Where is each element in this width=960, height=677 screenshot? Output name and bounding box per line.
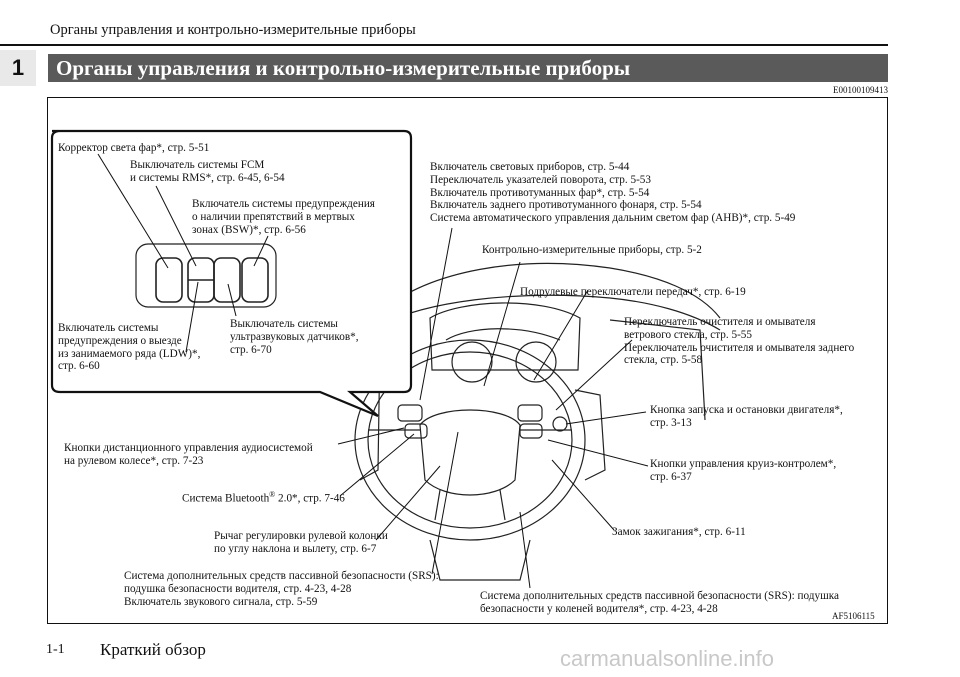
leader-lines: [97, 153, 649, 589]
label-tilt-lever: Рычаг регулировки рулевой колонки по угл…: [214, 530, 388, 555]
running-title: Органы управления и контрольно-измерител…: [50, 22, 416, 38]
label-lights-switch: Включатель световых приборов, стр. 5-44 …: [430, 161, 796, 225]
dashboard-drawing: [354, 262, 721, 581]
label-headlight-leveling: Корректор света фар*, стр. 5-51: [58, 142, 210, 154]
watermark: carmanualsonline.info: [560, 646, 775, 671]
label-bsw-switch: Включатель системы предупреждения о нали…: [192, 198, 375, 236]
figure-code: AF5106115: [832, 611, 875, 621]
section-title: Органы управления и контрольно-измерител…: [48, 54, 888, 82]
label-sonar-switch: Выключатель системы ультразвуковых датчи…: [230, 318, 359, 356]
doc-code: E00100109413: [833, 85, 888, 95]
label-ignition-switch: Замок зажигания*, стр. 6-11: [612, 526, 746, 538]
label-bluetooth-text: Система Bluetooth: [182, 492, 270, 505]
page-number: 1-1: [46, 642, 65, 657]
label-srs-driver-airbag: Система дополнительных средств пассивной…: [124, 570, 439, 608]
label-bluetooth-suffix: 2.0*, стр. 7-46: [275, 492, 345, 505]
label-fcm-switch: Выключатель системы FCM и системы RMS*, …: [130, 159, 285, 184]
header-rule: [0, 44, 888, 46]
callout-panel: [50, 129, 413, 418]
label-audio-remote: Кнопки дистанционного управления аудиоси…: [64, 442, 313, 467]
footer-title: Краткий обзор: [100, 640, 206, 659]
label-srs-knee-airbag: Система дополнительных средств пассивной…: [480, 590, 839, 615]
registered-mark: ®: [269, 490, 276, 499]
label-paddle-shifters: Подрулевые переключатели передач*, стр. …: [520, 286, 746, 298]
label-wiper-switch: Переключатель очистителя и омывателя вет…: [624, 316, 855, 367]
figure-frame: [47, 97, 888, 624]
label-instrument-cluster: Контрольно-измерительные приборы, стр. 5…: [482, 244, 702, 256]
label-cruise-control: Кнопки управления круиз-контролем*, стр.…: [650, 458, 837, 483]
label-ldw-switch: Включатель системы предупреждения о выез…: [58, 322, 201, 373]
label-engine-start-button: Кнопка запуска и остановки двигателя*, с…: [650, 404, 843, 429]
chapter-tab: 1: [0, 50, 36, 86]
label-bluetooth: Система Bluetooth® 2.0*, стр. 7-46: [182, 489, 345, 506]
